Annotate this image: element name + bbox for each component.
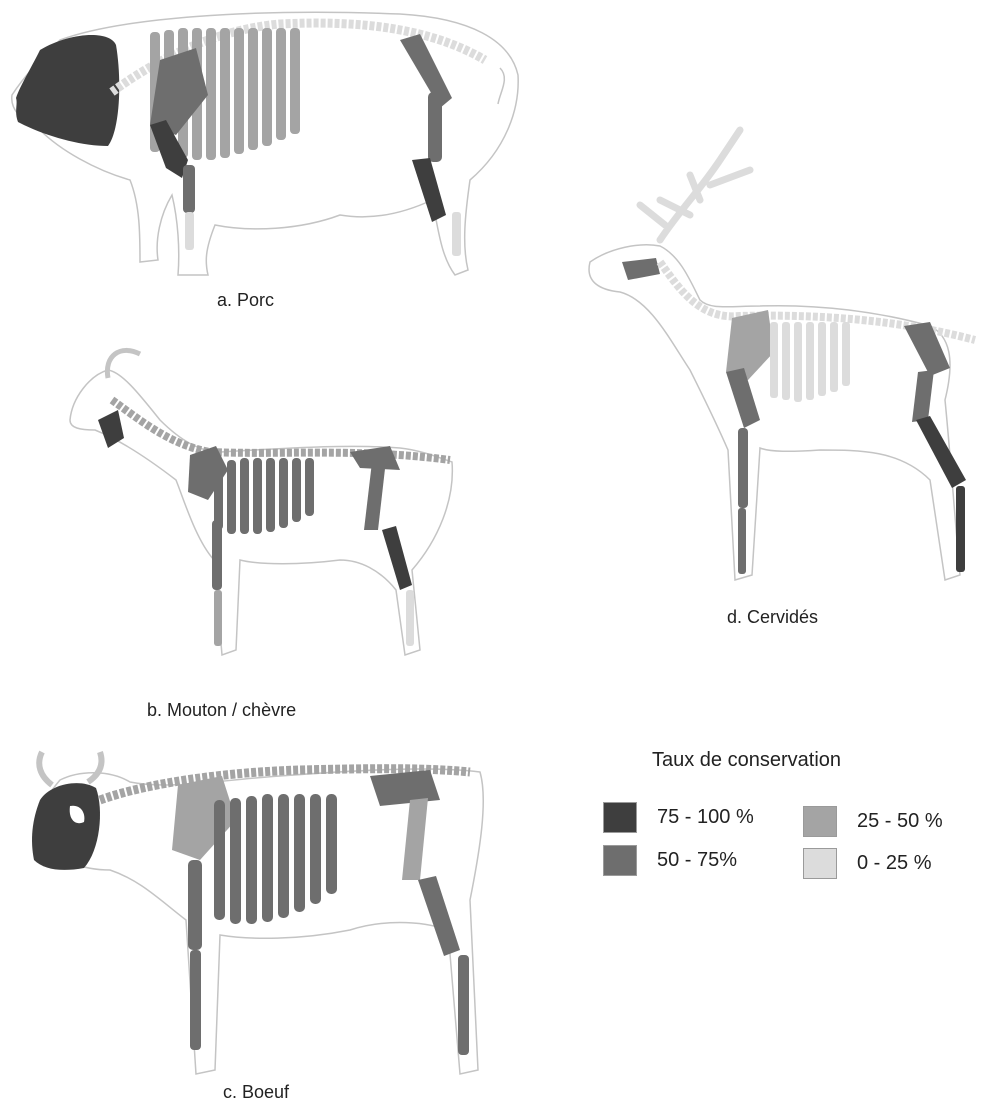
legend-title: Taux de conservation (652, 749, 841, 772)
cattle-ribs (214, 794, 337, 924)
deer-tibia (916, 416, 966, 488)
cattle-horn-left (39, 752, 52, 785)
pig-tail (498, 68, 504, 104)
pig-skull (16, 35, 119, 146)
cattle-horn-right (88, 752, 102, 782)
deer-illustration (589, 130, 975, 580)
legend-swatch (603, 802, 637, 833)
legend-swatch (803, 806, 837, 837)
sheep-ribs (214, 458, 314, 534)
deer-metatarsal (956, 486, 965, 572)
legend-label: 75 - 100 % (657, 806, 754, 829)
deer-antlers (640, 130, 750, 240)
legend-item-0-25: 0 - 25 % (803, 848, 931, 879)
pig-metacarpal (185, 212, 194, 250)
pig-femur (428, 92, 442, 162)
cattle-femur (402, 798, 428, 880)
deer-metacarpal (738, 508, 746, 574)
caption-porc: a. Porc (217, 290, 274, 311)
cattle-skull (32, 783, 100, 870)
caption-mouton-chevre: b. Mouton / chèvre (147, 700, 296, 721)
sheep-metacarpal (214, 590, 222, 646)
legend-label: 50 - 75% (657, 849, 737, 872)
pig-radius (183, 165, 195, 213)
deer-scapula (726, 310, 774, 380)
legend-swatch (603, 845, 637, 876)
caption-boeuf: c. Boeuf (223, 1082, 289, 1103)
sheep-radius (212, 520, 222, 590)
sheep-femur (364, 460, 386, 530)
sheep-goat-illustration (70, 350, 452, 655)
deer-body-outline (589, 245, 960, 580)
deer-radius (738, 428, 748, 508)
cattle-pelvis (370, 770, 440, 806)
caption-cervides: d. Cervidés (727, 607, 818, 628)
sheep-metatarsal (406, 590, 414, 646)
pig-tibia (412, 158, 446, 222)
deer-humerus (726, 368, 760, 428)
sheep-horn (107, 350, 140, 378)
legend-item-25-50: 25 - 50 % (803, 806, 943, 837)
legend-item-75-100: 75 - 100 % (603, 802, 754, 833)
cattle-scapula (172, 776, 236, 860)
sheep-spine (112, 400, 450, 460)
legend-label: 25 - 50 % (857, 810, 943, 833)
legend-item-50-75: 50 - 75% (603, 845, 737, 876)
deer-ribs (770, 322, 850, 402)
deer-femur (912, 370, 934, 422)
legend-swatch (803, 848, 837, 879)
pig-metatarsal (452, 212, 461, 256)
cattle-tibia (418, 876, 460, 956)
cattle-radius (188, 860, 202, 950)
cattle-metatarsal (458, 955, 469, 1055)
legend-label: 0 - 25 % (857, 852, 931, 875)
pig-illustration (12, 12, 518, 275)
deer-jaw (622, 258, 660, 280)
cattle-illustration (32, 752, 483, 1074)
cattle-metacarpal (190, 950, 201, 1050)
